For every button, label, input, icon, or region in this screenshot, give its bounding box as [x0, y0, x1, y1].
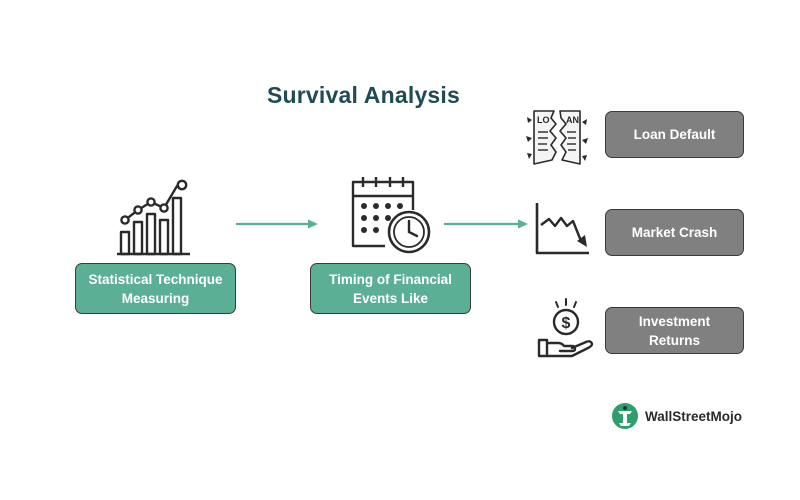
diagram-title: Survival Analysis	[266, 82, 461, 108]
box-label-line-2: Events Like	[352, 290, 429, 306]
hand-holding-coin-icon: $	[537, 298, 594, 358]
brand-logo: WallStreetMojo	[611, 402, 742, 430]
loan-text-left: LO	[537, 115, 550, 125]
loan-default-box: Loan Default	[605, 111, 744, 158]
financial-events-timing-box: Timing of Financial Events Like	[310, 263, 471, 314]
box-label: Loan Default	[633, 127, 716, 142]
statistical-technique-box: Statistical Technique Measuring	[75, 263, 236, 314]
box-label-line-2: Returns	[648, 332, 700, 348]
flow-arrow-1	[236, 219, 318, 229]
flow-arrow-2	[444, 219, 528, 229]
brand-name: WallStreetMojo	[645, 408, 743, 424]
dollar-sign: $	[562, 315, 571, 332]
box-label: Market Crash	[631, 225, 718, 240]
loan-text-right: AN	[566, 115, 579, 125]
box-label-line-1: Statistical Technique	[88, 271, 223, 287]
box-label-line-1: Timing of Financial	[329, 271, 452, 287]
market-crash-chart-icon	[535, 203, 589, 255]
box-label-line-2: Measuring	[121, 290, 190, 306]
calendar-clock-icon	[351, 177, 431, 254]
growth-bar-chart-icon	[117, 179, 190, 256]
investment-returns-box: Investment Returns	[605, 307, 744, 354]
market-crash-box: Market Crash	[605, 209, 744, 256]
box-label-line-1: Investment	[638, 313, 711, 329]
torn-loan-document-icon: LO AN	[526, 110, 588, 165]
wallstreetmojo-logo-icon	[612, 403, 638, 429]
